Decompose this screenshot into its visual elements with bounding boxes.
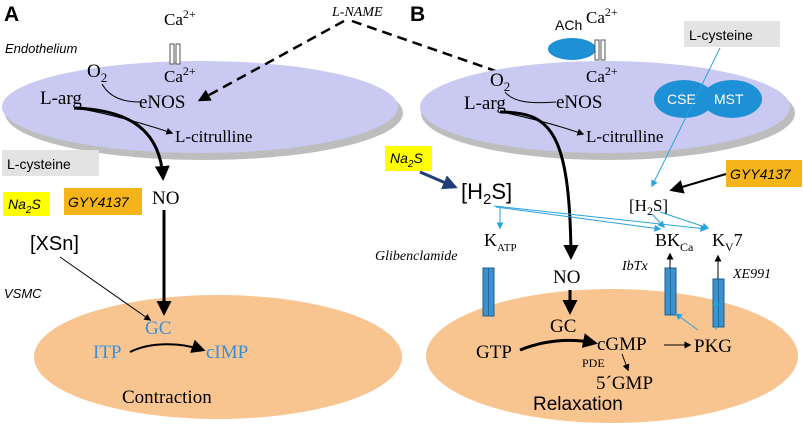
glibenclamide-label: Glibenclamide	[375, 249, 457, 264]
no-b-label: NO	[553, 267, 580, 288]
cgmp-to-5gmp-arrow	[621, 353, 630, 372]
ca-top-label: Ca2+	[164, 7, 196, 29]
na2s-b-box	[385, 146, 432, 171]
cgmp-label: cGMP	[597, 334, 647, 355]
xe991-label: XE991	[732, 267, 771, 282]
h2s-big-label: [H2S]	[461, 179, 512, 208]
l-cysteine-box	[2, 150, 99, 176]
gyy4137-b-box	[726, 160, 802, 187]
gyy4137-to-h2s-arrow	[669, 173, 727, 194]
ca-b-top-label: Ca2+	[586, 5, 618, 27]
vsmc-cell	[34, 295, 402, 419]
panel-a-label: A	[4, 3, 19, 26]
l-cysteine-label: L-cysteine	[7, 156, 71, 172]
mst-label: MST	[714, 91, 744, 107]
l-name-to-enos-a-arrow	[197, 19, 345, 102]
h2s-to-bkca-arrow	[495, 206, 662, 232]
l-name-label: L-NAME	[331, 5, 383, 20]
cimp-label: cIMP	[206, 342, 248, 363]
katp-label: KATP	[484, 230, 517, 254]
itp-to-cimp-arrow	[129, 339, 206, 353]
l-arg-to-no-arrow	[73, 106, 170, 181]
l-arg-label: L-arg	[40, 88, 82, 109]
gtp-to-cgmp-arrow	[519, 333, 598, 352]
enos-b-label: eNOS	[556, 92, 602, 113]
o2-to-enos-arrow	[101, 83, 141, 103]
cse-label: CSE	[667, 91, 696, 107]
gc-b-label: GC	[550, 316, 576, 337]
h2s-small-to-kv7-arrow	[659, 211, 710, 230]
vsmc-b-cell	[426, 289, 798, 423]
endothelium-cell	[2, 61, 398, 153]
no-label: NO	[152, 188, 179, 209]
na2s-b-label: Na2S	[390, 150, 423, 170]
o2-to-enos-b-arrow	[504, 91, 557, 104]
kv7-channel-icon	[712, 278, 725, 328]
ibtx-label: IbTx	[621, 259, 648, 274]
contraction-label: Contraction	[122, 387, 212, 408]
ach-label: ACh	[555, 17, 582, 33]
bkca-label: BKCa	[655, 230, 694, 254]
relaxation-label: Relaxation	[533, 394, 623, 415]
ach-receptor	[548, 38, 596, 60]
h2s-to-kv7-arrow	[493, 205, 708, 232]
gyy4137-label: GYY4137	[68, 194, 130, 210]
calcium-channel-icon	[169, 43, 181, 65]
na2s-label: Na2S	[8, 196, 41, 216]
gyy4137-box	[64, 188, 142, 215]
l-cysteine-b-box	[684, 21, 780, 47]
5gmp-label: 5´GMP	[596, 373, 653, 394]
ca-bottom-label: Ca2+	[164, 64, 196, 86]
l-arg-to-no-b-arrow	[499, 110, 579, 260]
pde-label: PDE	[582, 356, 605, 370]
gyy4137-b-label: GYY4137	[730, 166, 792, 182]
h2s-small-to-bkca-arrow	[651, 213, 665, 229]
l-cysteine-b-label: L-cysteine	[689, 27, 753, 43]
na2s-to-h2s-arrow	[419, 170, 458, 190]
na2s-box	[3, 192, 49, 216]
vsmc-label: VSMC	[4, 286, 42, 301]
pkg-label: PKG	[694, 336, 732, 357]
l-citrulline-label: L-citrulline	[175, 127, 252, 146]
panel-a: A Endothelium VSMC Ca2+ Ca2+ O2 L-arg eN…	[2, 3, 403, 419]
endothelium-label: Endothelium	[5, 41, 77, 56]
pkg-to-bkca-arrow	[674, 313, 699, 331]
panel-b: B ACh Ca2+ Ca2+ O2 L-arg eNOS L-citrulli…	[375, 3, 802, 423]
h2s-small-label: [H2S]	[629, 196, 668, 218]
xsn-label: [XSn]	[30, 233, 79, 255]
o2-label: O2	[87, 61, 107, 85]
l-citrulline-b-label: L-citrulline	[586, 127, 663, 146]
ca-b-bottom-label: Ca2+	[586, 64, 618, 86]
mst-enzyme	[702, 80, 762, 118]
l-arg-b-label: L-arg	[464, 93, 506, 114]
o2-b-label: O2	[490, 70, 510, 94]
l-cysteine-to-h2s-arrow	[651, 47, 721, 188]
xsn-to-gc-arrow	[59, 256, 152, 321]
itp-label: ITP	[93, 342, 122, 363]
bkca-channel-icon	[664, 267, 677, 316]
enos-label: eNOS	[139, 92, 185, 113]
calcium-channel-b-icon	[594, 39, 606, 61]
katp-channel-icon	[482, 267, 495, 317]
gc-label: GC	[145, 318, 171, 339]
panel-b-label: B	[410, 3, 425, 26]
gtp-label: GTP	[476, 342, 512, 363]
kv7-label: KV7	[712, 230, 743, 254]
